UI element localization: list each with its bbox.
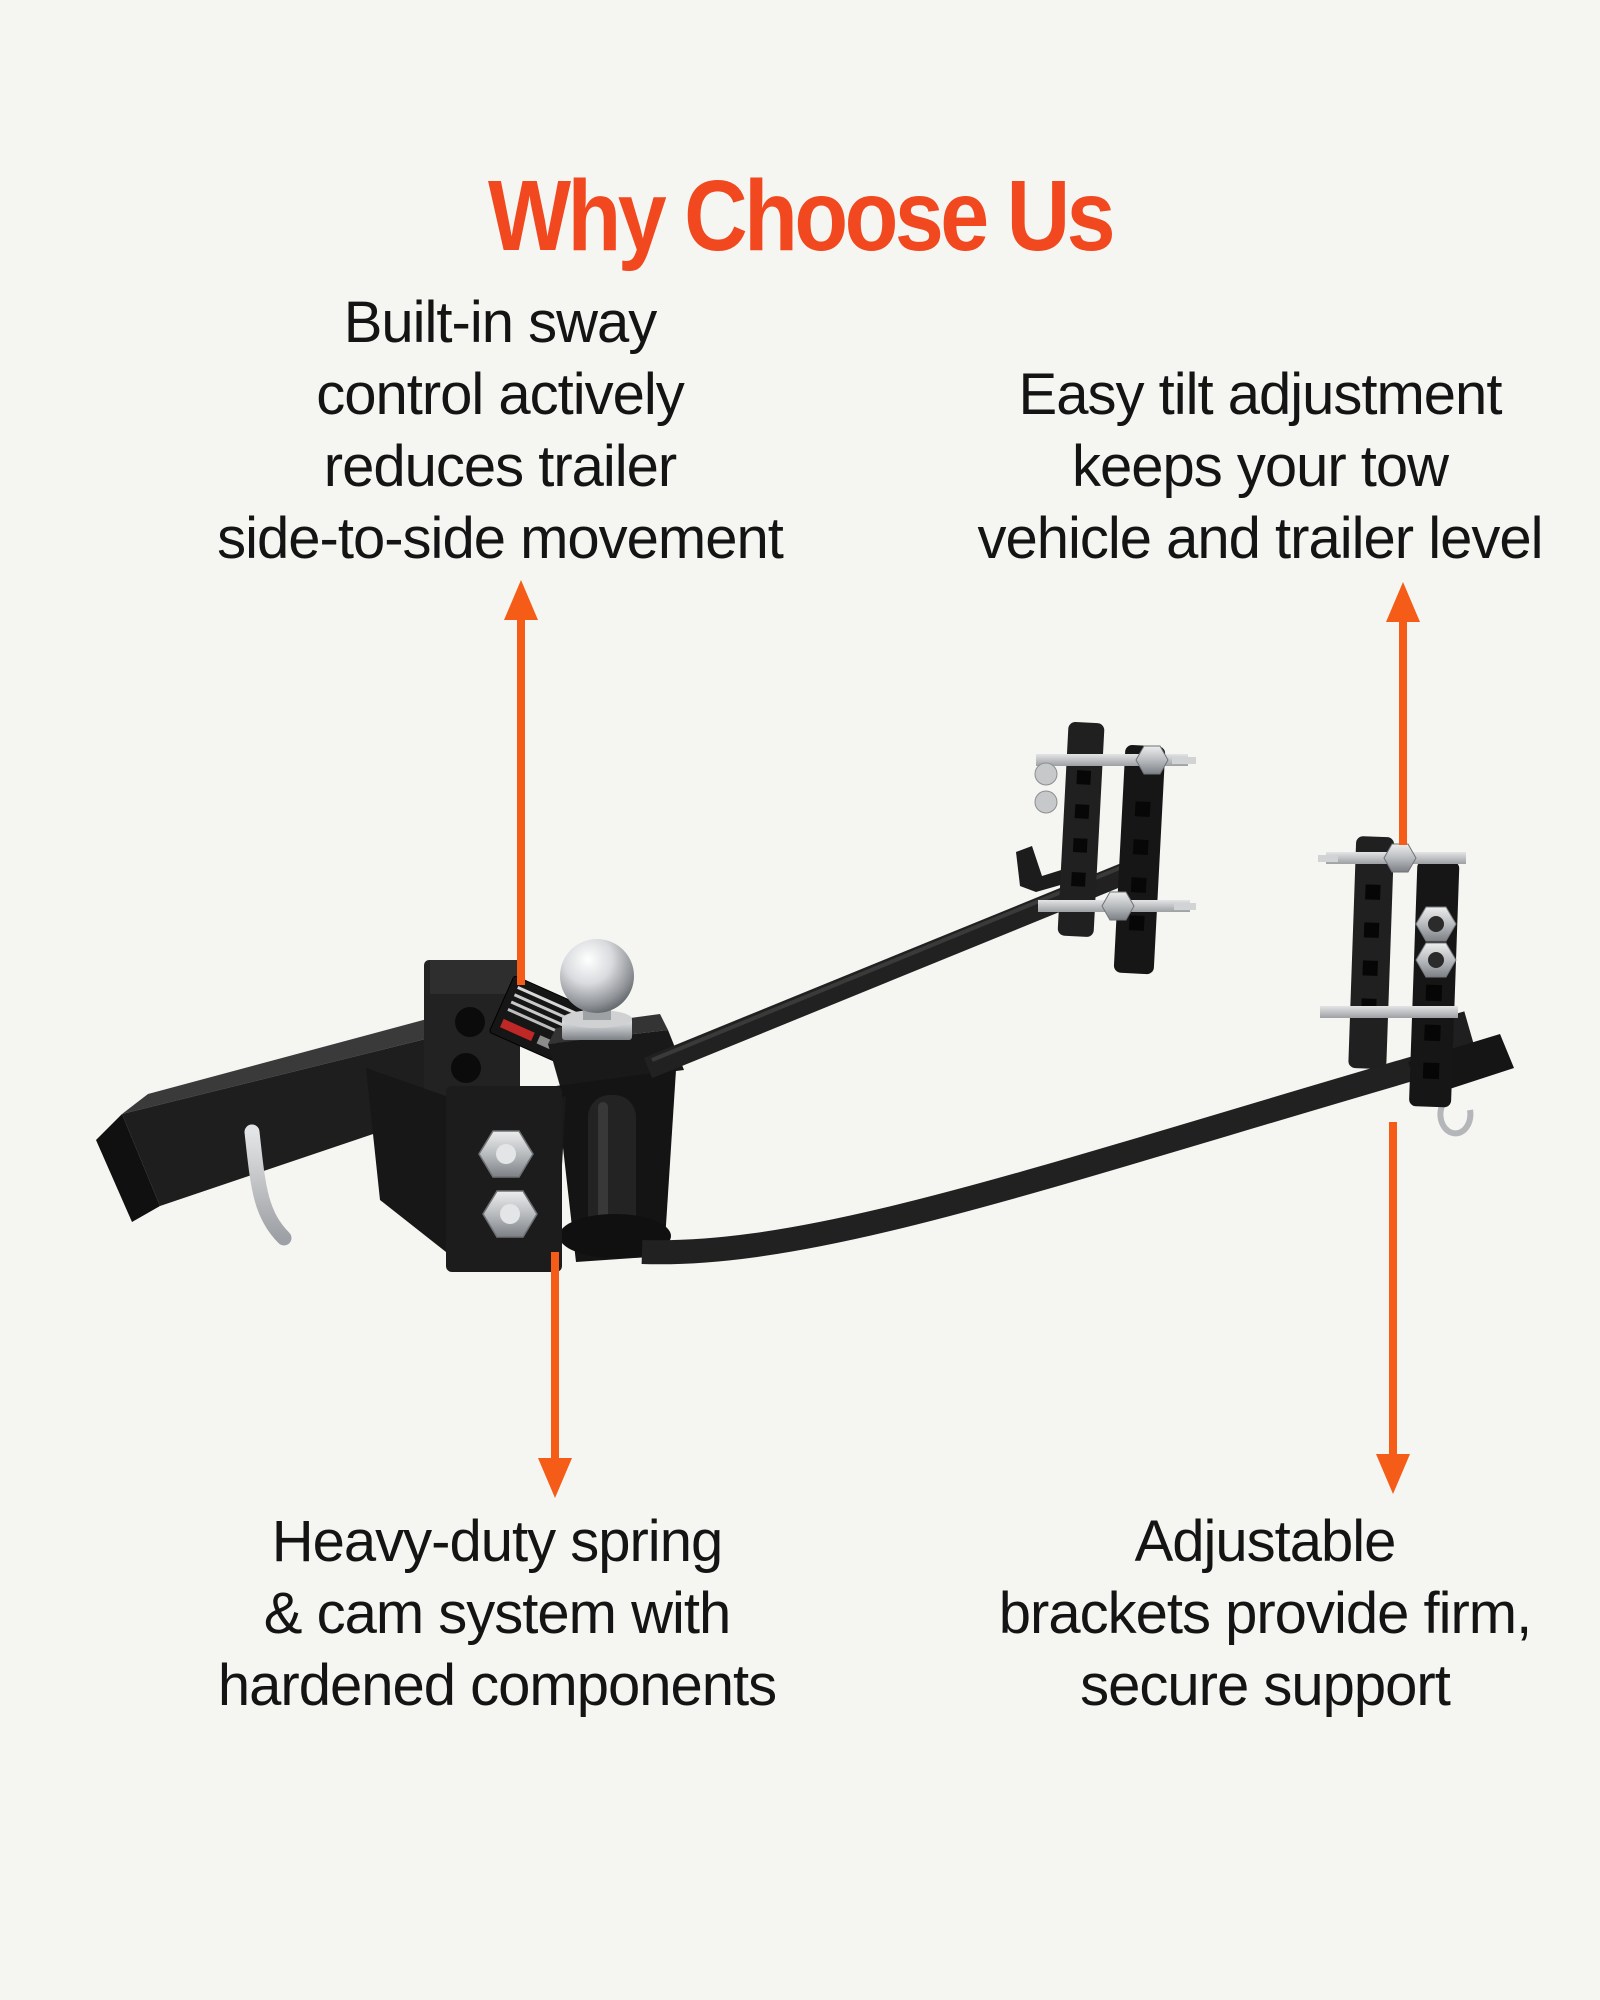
hitch-ball-mount: [548, 939, 684, 1086]
feature-text-sway-control: Built-in sway control actively reduces t…: [217, 290, 784, 571]
arrow-up-icon: [1386, 582, 1420, 845]
feature-text-spring-cam: Heavy-duty spring & cam system with hard…: [217, 1509, 777, 1718]
head-bolt-plate: [446, 1086, 562, 1272]
page-title: Why Choose Us: [487, 160, 1116, 272]
tow-ball: [560, 939, 634, 1013]
feature-text-brackets: Adjustable brackets provide firm, secure…: [998, 1509, 1532, 1718]
hitch-pin: [244, 1124, 292, 1246]
arrow-down-icon: [1376, 1122, 1410, 1494]
bracket-assembly-right: [1318, 836, 1466, 1108]
feature-text-tilt-adjustment: Easy tilt adjustment keeps your tow vehi…: [977, 362, 1544, 571]
head-gusset: [366, 1068, 446, 1252]
spring-bar-lower: [641, 1040, 1474, 1265]
arrow-up-icon: [504, 580, 538, 985]
arrow-down-icon: [538, 1252, 572, 1498]
cam-housing: [544, 1070, 676, 1262]
safety-clip: [1437, 1100, 1474, 1137]
bracket-assembly-left: [1034, 722, 1196, 975]
weight-distribution-hitch: [96, 722, 1514, 1272]
callout-arrows: [504, 580, 1420, 1498]
